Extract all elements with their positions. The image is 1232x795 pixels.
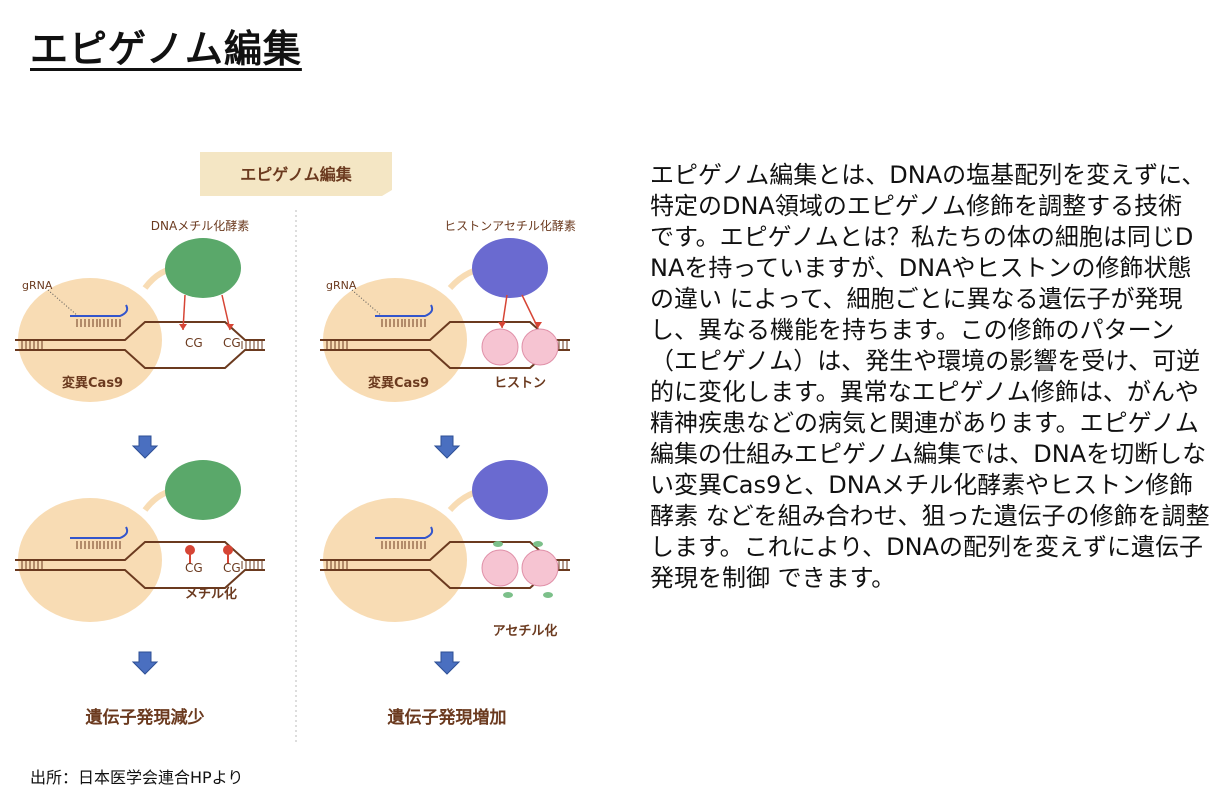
acetyl-mark-3 bbox=[503, 592, 513, 598]
left-panel: DNAメチル化酵素 gRNA CG CG 変異Cas9 bbox=[14, 219, 266, 728]
cas9-label-right-top: 変異Cas9 bbox=[368, 375, 429, 391]
methyl-enzyme-bottom bbox=[165, 460, 241, 520]
figure-banner: エピゲノム編集 bbox=[200, 152, 392, 196]
acetyl-enzyme-label: ヒストンアセチル化酵素 bbox=[444, 219, 576, 233]
arrow-down-icon bbox=[434, 651, 460, 675]
description-text: エピゲノム編集とは、DNAの塩基配列を変えずに、特定のDNA領域のエピゲノム修飾… bbox=[650, 161, 1210, 592]
source-citation: 出所：日本医学会連合HPより bbox=[30, 768, 244, 787]
cg-site-2-top: CG bbox=[223, 336, 241, 350]
right-panel: ヒストンアセチル化酵素 gRNA 変異Cas9 ヒストン bbox=[319, 219, 576, 728]
cas9-label-left-top: 変異Cas9 bbox=[62, 375, 123, 391]
acetyl-enzyme-bottom bbox=[472, 460, 548, 520]
histone-label: ヒストン bbox=[494, 376, 546, 391]
cg-site-2-bottom: CG bbox=[223, 561, 241, 575]
arrow-down-icon bbox=[434, 435, 460, 459]
svg-text:エピゲノム編集: エピゲノム編集 bbox=[240, 165, 353, 184]
result-decrease: 遺伝子発現減少 bbox=[86, 707, 205, 728]
acetyl-enzyme-top bbox=[472, 238, 548, 298]
acetylation-label: アセチル化 bbox=[493, 623, 558, 639]
methyl-mark-2 bbox=[223, 545, 233, 555]
acetyl-mark-2 bbox=[533, 541, 543, 547]
result-increase: 遺伝子発現増加 bbox=[388, 707, 507, 728]
acetyl-mark-1 bbox=[493, 541, 503, 547]
methylation-label: メチル化 bbox=[185, 586, 237, 602]
grna-label-left: gRNA bbox=[22, 279, 53, 292]
arrow-down-icon bbox=[132, 651, 158, 675]
histone-1-top bbox=[481, 328, 519, 366]
methyl-enzyme-label: DNAメチル化酵素 bbox=[151, 219, 249, 233]
histone-1-bottom bbox=[481, 549, 519, 587]
cg-site-1-top: CG bbox=[185, 336, 203, 350]
cg-site-1-bottom: CG bbox=[185, 561, 203, 575]
page-title: エピゲノム編集 bbox=[30, 27, 302, 71]
grna-label-right: gRNA bbox=[326, 279, 357, 292]
methyl-enzyme-top bbox=[165, 238, 241, 298]
arrow-down-icon bbox=[132, 435, 158, 459]
methyl-mark-1 bbox=[185, 545, 195, 555]
histone-2-top bbox=[521, 328, 559, 366]
epigenome-editing-diagram: エピゲノム編集 DNAメチル化酵素 gRNA CG CG 変異Cas9 bbox=[0, 140, 640, 760]
histone-2-bottom bbox=[521, 549, 559, 587]
acetyl-mark-4 bbox=[543, 592, 553, 598]
